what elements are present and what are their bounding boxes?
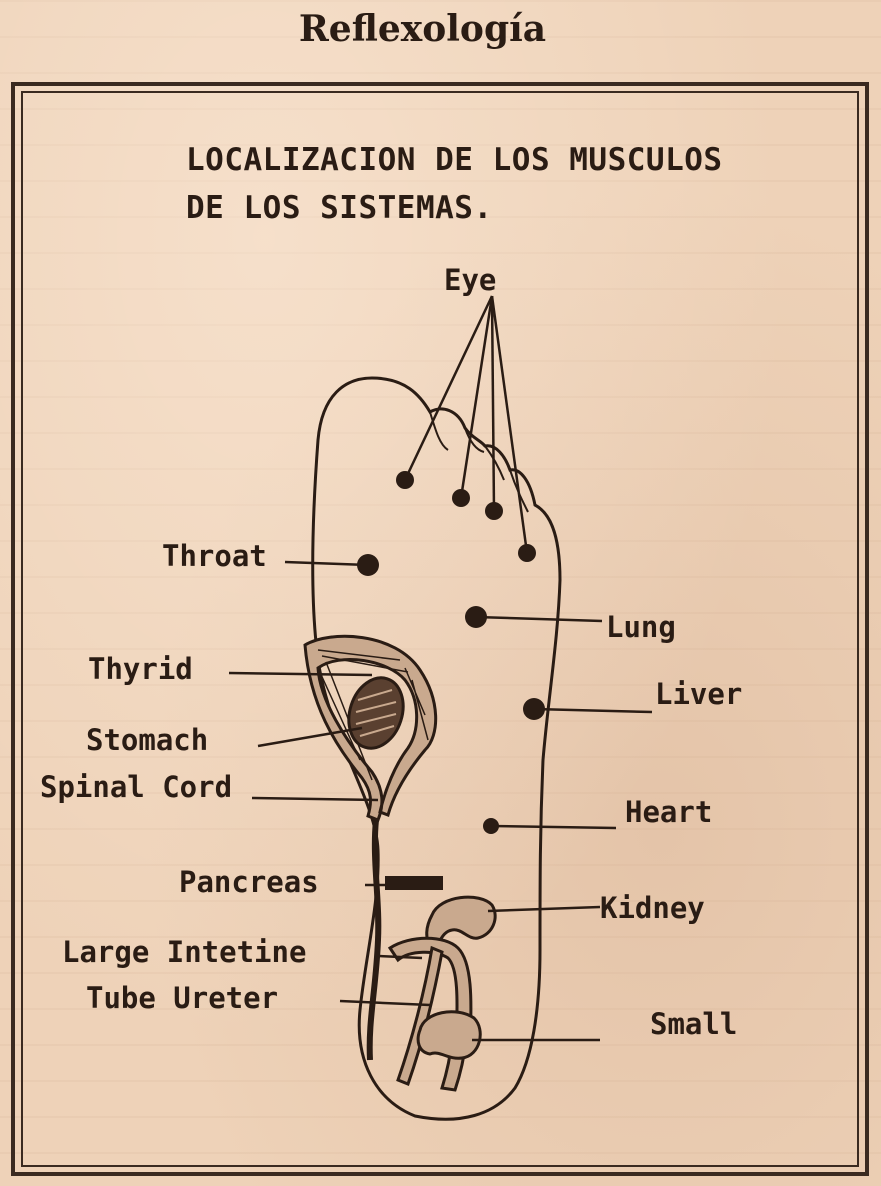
spinal-cord: [366, 819, 382, 1061]
label-kidney: Kidney: [600, 891, 705, 925]
inner-frame: [21, 91, 859, 1167]
label-throat: Throat: [162, 539, 267, 573]
label-spinal-cord: Spinal Cord: [40, 770, 232, 804]
diagram-heading-line1: LOCALIZACION DE LOS MUSCULOS: [186, 142, 723, 178]
stomach-hatching: [355, 689, 397, 737]
label-eye: Eye: [444, 263, 496, 297]
label-tube-ureter: Tube Ureter: [86, 981, 278, 1015]
label-liver: Liver: [655, 677, 742, 711]
diagram-heading-line2: DE LOS SISTEMAS.: [186, 190, 493, 226]
label-small: Small: [650, 1007, 737, 1041]
label-heart: Heart: [625, 795, 712, 829]
label-large-intestine: Large Intetine: [62, 935, 306, 969]
pancreas-organ: [385, 876, 443, 890]
label-lung: Lung: [606, 610, 676, 644]
outer-frame: [11, 82, 869, 1176]
toe-crease-lines: [429, 411, 529, 513]
label-thyrid: Thyrid: [88, 652, 193, 686]
page-title: Reflexología: [298, 8, 547, 50]
label-pancreas: Pancreas: [179, 865, 319, 899]
ureter-left: [396, 945, 444, 1086]
label-stomach: Stomach: [86, 723, 208, 757]
stomach-organ: [347, 676, 405, 750]
leader-lines: [228, 295, 653, 1042]
small-intestine-organ: [416, 1010, 482, 1060]
stomach-band-hatching: [317, 649, 429, 781]
